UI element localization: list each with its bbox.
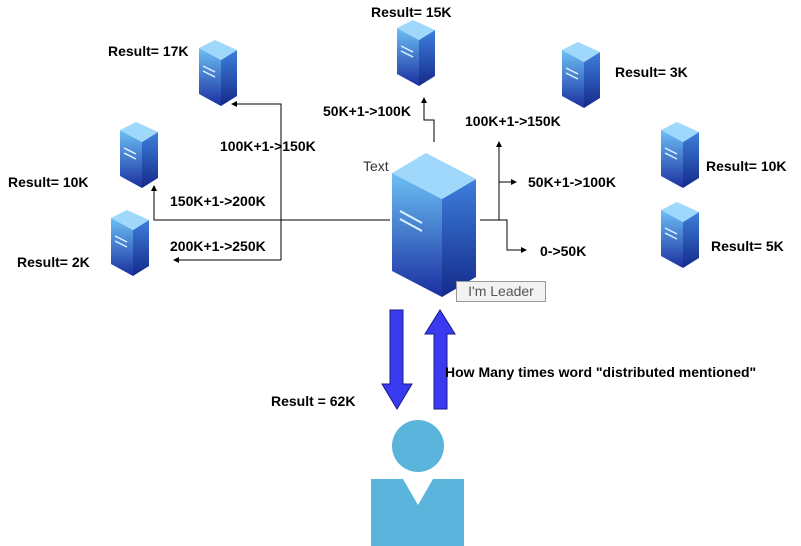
range-to-bottom-left: 200K+1->250K xyxy=(170,238,266,254)
result-bottom-left: Result= 2K xyxy=(17,254,90,270)
result-top: Result= 15K xyxy=(371,4,452,20)
user-icon xyxy=(371,420,464,546)
edge-to-mid-left xyxy=(151,185,281,221)
result-mid-left: Result= 10K xyxy=(8,174,89,190)
client-query: How Many times word "distributed mention… xyxy=(445,364,757,380)
range-to-mid-right: 50K+1->100K xyxy=(528,174,616,190)
connector-lines xyxy=(151,97,527,263)
server-top-left xyxy=(198,39,238,107)
range-to-top-left: 100K+1->150K xyxy=(220,138,316,154)
range-to-mid-left: 150K+1->200K xyxy=(170,193,266,209)
edge-to-bottom-right xyxy=(499,219,527,253)
down-arrow xyxy=(381,309,413,410)
result-top-left: Result= 17K xyxy=(108,43,189,59)
leader-server xyxy=(392,153,476,297)
leader-caption: Text xyxy=(363,158,389,174)
range-to-top: 50K+1->100K xyxy=(323,103,411,119)
server-bottom-left xyxy=(110,209,150,277)
server-mid-left xyxy=(119,121,159,189)
result-bottom-right: Result= 5K xyxy=(711,238,784,254)
server-top xyxy=(396,19,436,87)
edge-to-top-left xyxy=(231,101,282,260)
server-top-right xyxy=(561,41,601,109)
leader-badge: I'm Leader xyxy=(456,281,546,302)
client-answer: Result = 62K xyxy=(271,393,356,409)
range-to-top-right: 100K+1->150K xyxy=(465,113,561,129)
up-arrow xyxy=(424,309,456,410)
result-top-right: Result= 3K xyxy=(615,64,688,80)
range-to-bottom-right: 0->50K xyxy=(540,243,587,259)
server-bottom-right xyxy=(660,201,700,269)
edge-to-top xyxy=(421,97,435,142)
server-mid-right xyxy=(660,121,700,189)
result-mid-right: Result= 10K xyxy=(706,158,787,174)
